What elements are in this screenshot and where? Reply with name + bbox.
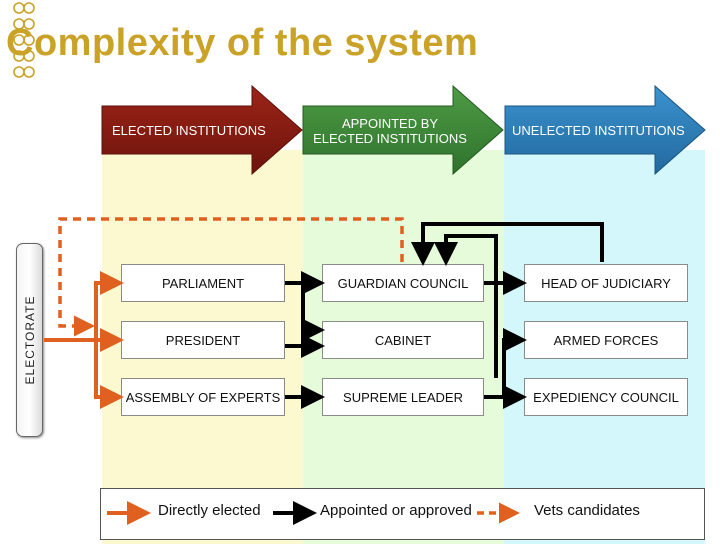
elected-line-to-parliament: [94, 271, 124, 340]
head-of-judiciary-box: HEAD OF JUDICIARY: [524, 264, 688, 302]
ornament-icon: [13, 2, 35, 78]
legend-vets: Vets candidates: [534, 502, 640, 519]
appoint-supreme-armed: [502, 328, 527, 397]
president-box: PRESIDENT: [121, 321, 285, 359]
assembly-of-experts-box: ASSEMBLY OF EXPERTS: [121, 378, 285, 416]
elected-line-to-assembly: [94, 340, 124, 409]
appointed-header-label-line2: ELECTED INSTITUTIONS: [313, 131, 467, 146]
unelected-header-label: UNELECTED INSTITUTIONS: [512, 123, 685, 138]
page-title: Complexity of the system: [6, 22, 479, 64]
supreme-leader-box: SUPREME LEADER: [322, 378, 484, 416]
header-arrows: [101, 84, 706, 176]
appoint-parliament-cabinet: [301, 283, 325, 342]
electorate-bar: ELECTORATE: [16, 243, 43, 437]
elected-header-label: ELECTED INSTITUTIONS: [112, 123, 266, 138]
appointed-header-label-line1: APPOINTED BY: [341, 116, 439, 131]
unelected-header-arrow: [504, 84, 706, 176]
legend: Directly elected Appointed or approved V…: [100, 488, 705, 540]
cabinet-box: CABINET: [322, 321, 484, 359]
elected-header-arrow: [101, 84, 303, 176]
judiciary-to-guardian: [411, 222, 604, 266]
vets-line: [58, 217, 404, 337]
appointed-header-label: APPOINTED BY ELECTED INSTITUTIONS: [310, 116, 470, 146]
expediency-council-box: EXPEDIENCY COUNCIL: [524, 378, 688, 416]
supreme-to-guardian: [434, 234, 498, 378]
armed-forces-box: ARMED FORCES: [524, 321, 688, 359]
legend-swatches: [107, 501, 520, 525]
parliament-box: PARLIAMENT: [121, 264, 285, 302]
guardian-council-box: GUARDIAN COUNCIL: [322, 264, 484, 302]
legend-appointed: Appointed or approved: [320, 502, 472, 519]
appointed-header-arrow: [302, 84, 504, 176]
legend-directly-elected: Directly elected: [158, 502, 261, 519]
